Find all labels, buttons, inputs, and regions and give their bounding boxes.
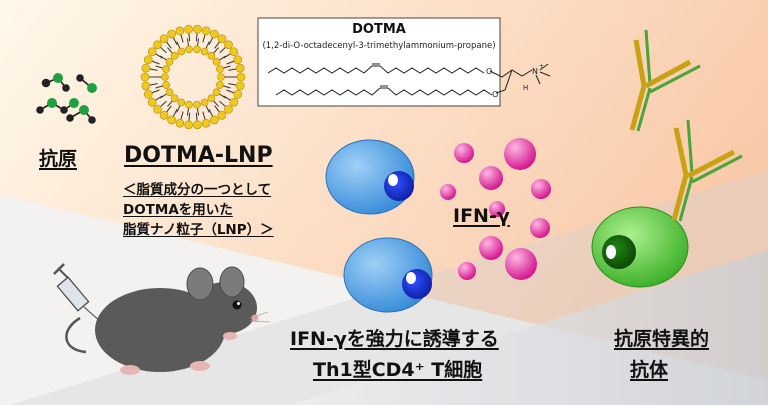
antigen-label: 抗原 [39, 148, 78, 170]
antibody-icon [671, 119, 743, 222]
ifn-gamma-label: IFN-γ [453, 205, 510, 227]
green-b-cell-icon [591, 206, 689, 288]
mouse-icon [65, 266, 271, 375]
lipid-nanoparticle-icon [140, 24, 246, 130]
svg-text:H: H [523, 84, 528, 92]
blue-t-cell-icon [343, 237, 433, 313]
svg-text:O: O [492, 90, 498, 99]
lnp-note-line-1: ＜脂質成分の一つとして [123, 182, 272, 198]
blue-t-cell-icon [325, 139, 415, 215]
ifn-gamma-droplet-icon [440, 138, 551, 280]
svg-text:+: + [539, 63, 544, 70]
dotma-structure-icon: O O H N + [257, 17, 551, 107]
lnp-note-line-3: 脂質ナノ粒子（LNP）＞ [123, 222, 274, 238]
dotma-iupac-name: (1,2-di-O-octadecenyl-3-trimethylammoniu… [262, 41, 496, 51]
antigen-molecules-icon [36, 73, 97, 124]
lnp-label: DOTMA-LNP [124, 143, 273, 168]
lnp-note-line-2: DOTMAを用いた [123, 202, 233, 218]
antibody-label-line-2: 抗体 [630, 359, 669, 381]
th1-cell-label-line-2: Th1型CD4⁺ T細胞 [313, 359, 483, 381]
th1-cell-label-line-1: IFN-γを強力に誘導する [290, 328, 499, 350]
dotma-title: DOTMA [352, 22, 406, 37]
svg-text:O: O [486, 67, 492, 76]
antibody-label-line-1: 抗原特異的 [614, 328, 710, 350]
svg-text:N: N [532, 67, 538, 76]
antibody-icon [629, 29, 701, 132]
